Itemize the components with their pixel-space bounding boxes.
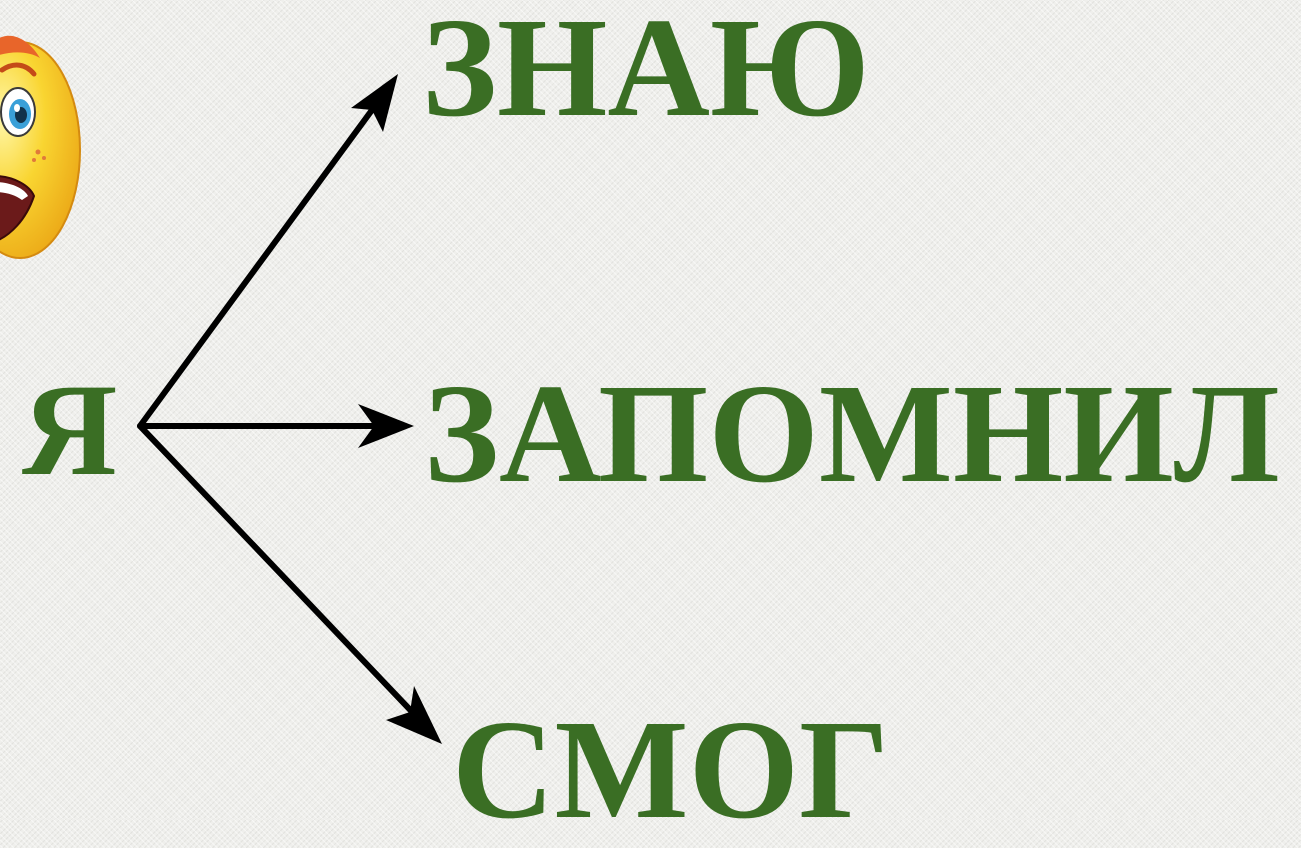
target-word-znayu: ЗНАЮ — [422, 0, 870, 146]
arrow-to-znayu — [137, 74, 398, 429]
arrow-to-smog — [137, 423, 442, 744]
arrows-diagram — [137, 74, 442, 744]
target-word-smog: СМОГ — [452, 690, 890, 848]
smiley-face-icon — [0, 35, 81, 259]
target-word-zapomnil: ЗАПОМНИЛ — [424, 354, 1280, 512]
arrow-to-zapomnil — [137, 404, 414, 448]
source-word: Я — [22, 356, 118, 503]
